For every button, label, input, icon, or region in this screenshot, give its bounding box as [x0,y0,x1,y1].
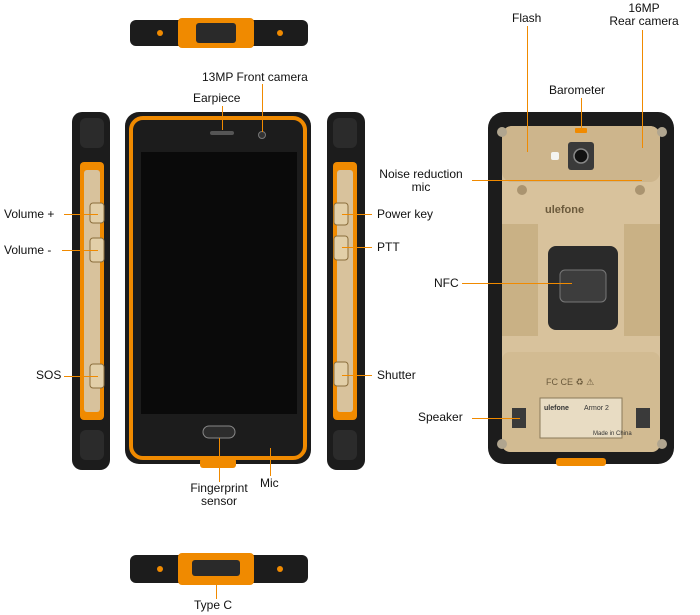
plate-brand: ulefone [544,405,569,412]
leader-fingerprint [219,438,220,482]
plate-model: Armor 2 [584,405,609,412]
label-fingerprint: Fingerprint sensor [190,481,248,508]
leader-shutter [342,375,372,376]
leader-sos [64,376,98,377]
leader-rear-camera [642,30,643,148]
label-ptt: PTT [377,240,400,254]
leader-nfc [462,283,572,284]
bottom-edge-view [130,553,308,585]
back-brand-logo: ulefone [545,204,585,216]
left-side-view [72,112,110,470]
leader-volume-down [62,250,98,251]
right-side-view [327,112,365,470]
back-view [488,112,674,466]
top-edge-view [130,18,308,48]
label-sos: SOS [36,368,62,382]
leader-earpiece [222,106,223,130]
leader-volume-up [64,214,98,215]
label-volume-down: Volume - [4,243,52,257]
label-nfc: NFC [434,276,459,290]
label-mic: Mic [260,476,279,490]
label-front-camera: 13MP Front camera [202,70,308,84]
leader-mic [270,448,271,476]
label-barometer: Barometer [549,83,606,97]
leader-noise-mic [472,180,642,181]
leader-type-c [216,583,217,599]
leader-power-key [342,214,372,215]
label-shutter: Shutter [377,368,416,382]
label-speaker: Speaker [418,410,463,424]
leader-barometer [581,98,582,130]
label-rear-camera: 16MP Rear camera [609,1,679,28]
leader-ptt [342,247,372,248]
label-power-key: Power key [377,207,434,221]
cert-marks: FC CE ♻ ⚠ [546,377,595,387]
label-earpiece: Earpiece [193,91,241,105]
leader-front-camera [262,84,263,132]
front-view [125,112,311,468]
label-flash: Flash [512,11,542,25]
plate-made-in: Made in China [593,431,632,437]
label-volume-up: Volume + [4,207,55,221]
leader-speaker [472,418,520,419]
label-type-c: Type C [194,598,233,612]
label-noise-mic: Noise reduction mic [379,167,463,194]
leader-flash [527,26,528,152]
